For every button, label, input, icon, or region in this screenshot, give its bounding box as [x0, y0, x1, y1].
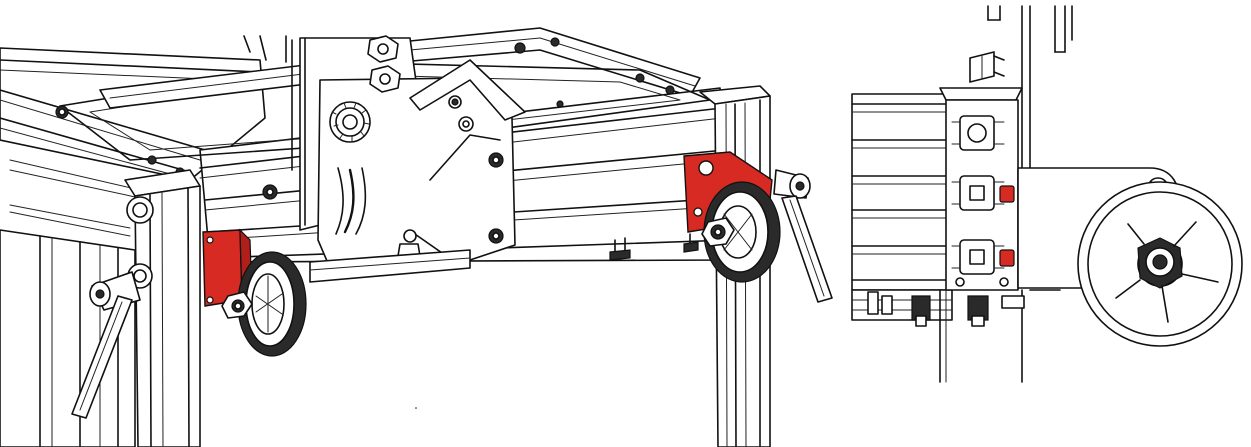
t-slot-1: [951, 115, 1005, 151]
profile-end-detail: [851, 93, 953, 321]
detail-upper-rods: [987, 5, 1073, 176]
wheel-right-icon: [701, 181, 781, 283]
knob-icon: [329, 101, 371, 143]
detail-hex-nut-icon: [969, 51, 1005, 83]
wheel-large-icon: [1077, 181, 1243, 347]
mounting-bolts-icon: [867, 289, 1061, 327]
t-slot-2: [951, 175, 1005, 211]
upper-rods: [243, 35, 287, 63]
leg-bolts: [126, 184, 278, 289]
wheel-left-icon: [221, 251, 307, 357]
bracket-nut-lower: [999, 249, 1015, 267]
bracket-nut-upper: [999, 185, 1015, 203]
t-slot-3: [951, 239, 1005, 275]
clamp-lever-right-icon: [773, 169, 833, 303]
profile-endcap-detail: [939, 87, 1023, 291]
clamp-lever-left-icon: [71, 271, 141, 419]
